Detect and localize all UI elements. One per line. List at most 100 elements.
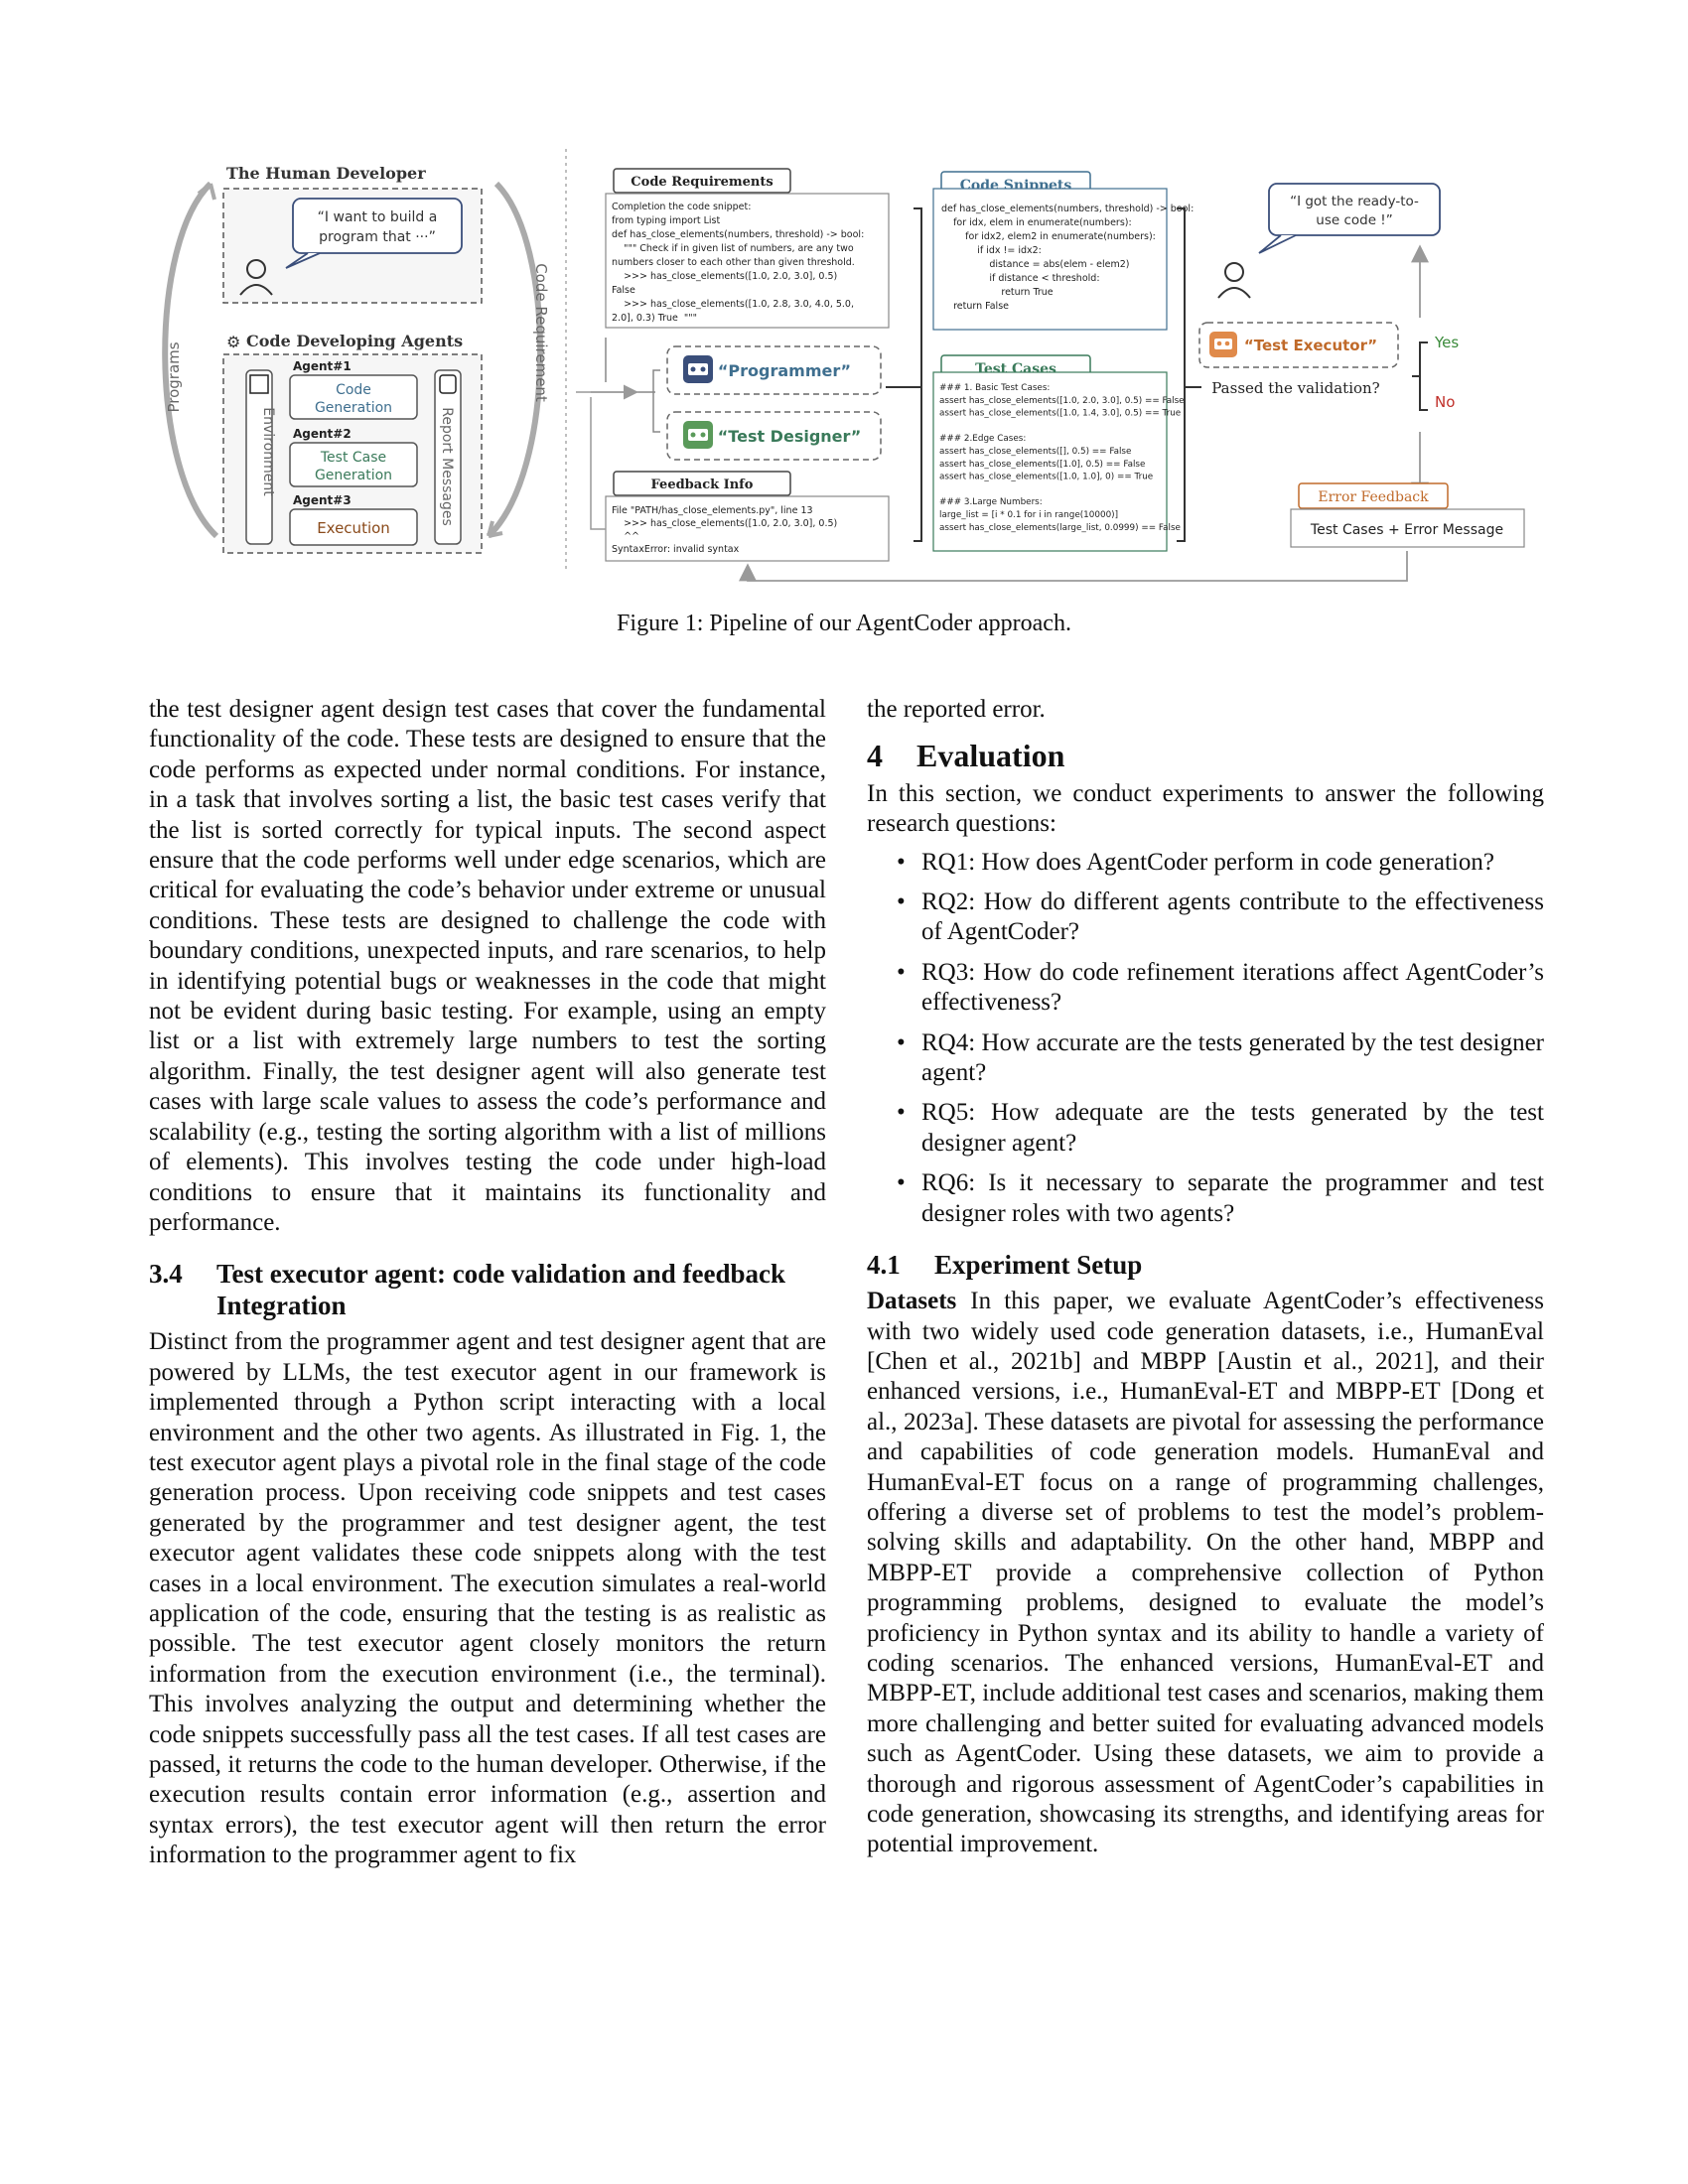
code-requirement-line: 2.0], 0.3) True """ — [612, 313, 697, 324]
left-paragraph-1: the test designer agent design test case… — [149, 696, 826, 1236]
report-label: Report Messages — [439, 407, 455, 526]
code-requirements-title: Code Requirements — [631, 175, 773, 190]
environment-icon — [249, 374, 269, 394]
agent1-task-line1: Code — [336, 382, 371, 398]
agent1-label: Agent#1 — [293, 359, 352, 373]
code-requirement-line: >>> has_close_elements([1.0, 2.8, 3.0, 4… — [612, 299, 854, 310]
programs-arrow — [162, 181, 219, 539]
human-developer-title: The Human Developer — [226, 164, 426, 183]
research-question: RQ3: How do code refinement iterations a… — [867, 958, 1544, 1019]
agent1-task-line2: Generation — [315, 400, 392, 416]
ready-speech-line2: use code !” — [1316, 212, 1392, 228]
feedback-info-content: File "PATH/has_close_elements.py", line … — [612, 505, 837, 555]
section-4-intro: In this section, we conduct experiments … — [867, 779, 1544, 838]
section-3-4-number: 3.4 — [149, 1259, 183, 1290]
requirement-to-agents-connector — [591, 338, 660, 433]
code-snippet-line: return False — [941, 301, 1009, 312]
test-cases-content: ### 1. Basic Test Cases: assert has_close… — [939, 383, 1185, 533]
feedback-info-box — [605, 495, 890, 562]
test-case-line: ### 2.Edge Cases: — [939, 434, 1026, 444]
outputs-to-executor-brace — [1177, 207, 1201, 542]
code-requirement-label: Code Requirement — [532, 263, 550, 402]
right-paragraph-continued: the reported error. — [867, 696, 1046, 723]
code-snippets-box — [932, 188, 1168, 331]
datasets-runin-label: Datasets — [867, 1288, 957, 1315]
error-feedback-box — [1290, 508, 1525, 548]
test-case-line: assert has_close_elements([1.0, 1.4, 3.0… — [939, 409, 1181, 419]
report-panel — [434, 369, 462, 545]
human-developer-person-icon — [239, 259, 273, 296]
code-requirement-arrow — [486, 181, 544, 539]
feedback-info-line: >>> has_close_elements([1.0, 2.0, 3.0], … — [612, 518, 837, 529]
research-questions-list: RQ1: How does AgentCoder perform in code… — [867, 848, 1544, 1229]
code-requirement-line: >>> has_close_elements([1.0, 2.0, 3.0], … — [612, 271, 837, 282]
test-executor-label: “Test Executor” — [1244, 337, 1377, 354]
no-label: No — [1435, 393, 1455, 411]
test-cases-box — [932, 371, 1168, 552]
code-requirements-title-box — [613, 168, 791, 194]
feedback-info-title-box — [613, 471, 791, 496]
error-feedback-title-box — [1298, 482, 1449, 509]
human-speech-line1: “I want to build a — [318, 209, 438, 225]
ready-speech-line1: “I got the ready-to- — [1290, 194, 1419, 209]
code-requirement-line: Completion the code snippet: — [612, 202, 751, 212]
test-case-line: assert has_close_elements([1.0, 1.0], 0)… — [939, 473, 1153, 482]
feedback-info-line: File "PATH/has_close_elements.py", line … — [612, 505, 813, 516]
openai-icon: ⚙ — [226, 335, 240, 351]
research-question: RQ4: How accurate are the tests generate… — [867, 1028, 1544, 1089]
code-snippet-line: for idx2, elem2 in enumerate(numbers): — [941, 231, 1156, 242]
section-4-number: 4 — [867, 738, 883, 774]
research-question: RQ6: Is it necessary to separate the pro… — [867, 1168, 1544, 1229]
right-column: the reported error. 4 Evaluation In this… — [867, 695, 1544, 1860]
section-4-1-title: Experiment Setup — [934, 1250, 1143, 1281]
test-designer-robot-icon — [683, 421, 713, 449]
programmer-box — [666, 345, 882, 395]
yes-label: Yes — [1434, 334, 1459, 351]
code-snippet-line: if distance < threshold: — [941, 273, 1100, 284]
section-3-4-title: Test executor agent: code validation and… — [216, 1259, 785, 1321]
test-case-line: assert has_close_elements(large_list, 0.… — [939, 523, 1181, 533]
agent1-box — [289, 374, 418, 420]
programs-label: Programs — [165, 341, 183, 412]
code-snippets-content: def has_close_elements(numbers, threshol… — [941, 204, 1194, 312]
code-snippet-line: return True — [941, 287, 1054, 298]
test-executor-robot-icon — [1209, 332, 1237, 357]
human-speech-bubble — [292, 198, 463, 254]
code-requirement-line: False — [612, 285, 635, 296]
code-snippet-line: distance = abs(elem - elem2) — [941, 259, 1129, 270]
agent2-task-line2: Generation — [315, 468, 392, 483]
pipeline-figure: The Human Developer “I want to build a p… — [139, 144, 1549, 601]
code-requirement-line: """ Check if in given list of numbers, a… — [612, 243, 854, 254]
error-feedback-content: Test Cases + Error Message — [1310, 522, 1503, 538]
environment-label: Environment — [260, 407, 276, 496]
code-requirement-line: numbers closer to each other than given … — [612, 257, 855, 268]
section-4-1-number: 4.1 — [867, 1250, 901, 1281]
left-column: the test designer agent design test case… — [149, 695, 826, 1871]
feedback-info-title: Feedback Info — [651, 478, 754, 492]
test-case-line: ### 3.Large Numbers: — [939, 497, 1043, 507]
section-3-4-heading: 3.4 Test executor agent: code validation… — [149, 1258, 826, 1321]
test-case-line: large_list = [i * 0.1 for i in range(100… — [939, 510, 1118, 520]
feedback-info-line: SyntaxError: invalid syntax — [612, 544, 740, 555]
left-paragraph-2: Distinct from the programmer agent and t… — [149, 1328, 826, 1869]
section-4-title: Evaluation — [916, 738, 1065, 774]
code-requirements-box — [605, 193, 890, 329]
test-case-line: ### 1. Basic Test Cases: — [939, 383, 1050, 393]
research-question: RQ5: How adequate are the tests generate… — [867, 1098, 1544, 1159]
agent3-label: Agent#3 — [293, 493, 352, 507]
agents-to-outputs-brace — [886, 207, 922, 542]
test-executor-box — [1198, 322, 1399, 368]
code-requirement-line: def has_close_elements(numbers, threshol… — [612, 229, 864, 240]
research-question: RQ2: How do different agents contribute … — [867, 887, 1544, 948]
environment-panel — [245, 369, 273, 545]
test-designer-label: “Test Designer” — [718, 427, 861, 446]
test-case-line: assert has_close_elements([], 0.5) == Fa… — [939, 447, 1131, 457]
figure-caption: Figure 1: Pipeline of our AgentCoder app… — [617, 611, 1071, 636]
code-snippet-line: def has_close_elements(numbers, threshol… — [941, 204, 1194, 214]
report-icon — [439, 374, 457, 394]
programmer-label: “Programmer” — [718, 361, 851, 380]
code-requirements-content: Completion the code snippet:from typing … — [612, 202, 864, 324]
programmer-robot-icon — [683, 355, 713, 383]
datasets-text: In this paper, we evaluate AgentCoder’s … — [867, 1288, 1544, 1858]
